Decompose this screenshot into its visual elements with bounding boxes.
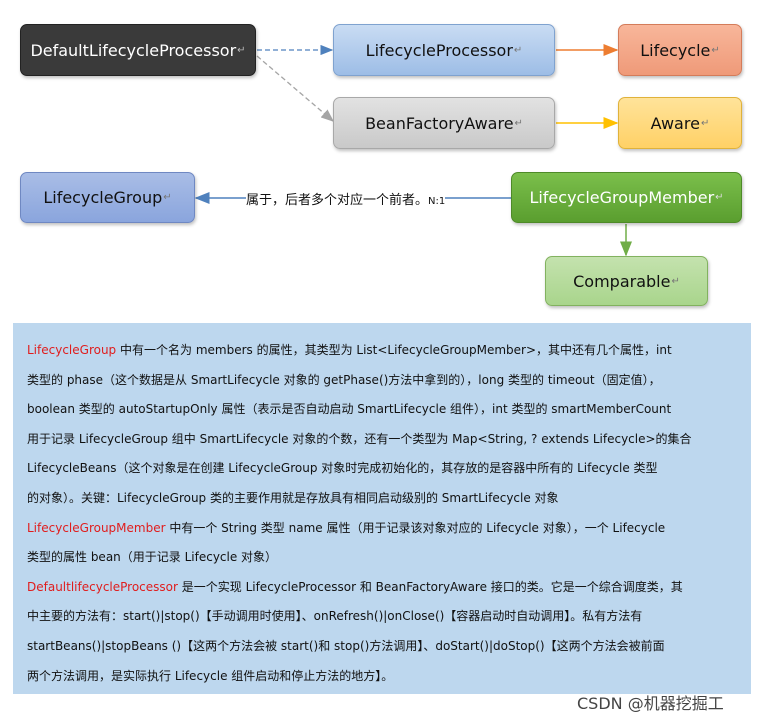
csdn-watermark: CSDN @机器挖掘工 [577, 694, 724, 713]
node-label: Aware [650, 113, 700, 133]
paragraph-mark: ↵ [715, 192, 724, 203]
aware-node: Aware↵ [618, 97, 742, 149]
paragraph-mark: ↵ [163, 192, 172, 203]
paragraph-mark: ↵ [700, 117, 710, 129]
note-text: 中有一个 String 类型 name 属性（用于记录该对象对应的 Lifecy… [165, 520, 666, 535]
node-label: Comparable [573, 271, 671, 291]
lifecycle-group-node: LifecycleGroup↵ [20, 172, 195, 223]
description-note: LifecycleGroup 中有一个名为 members 的属性，其类型为 L… [13, 323, 751, 694]
note-line: DefaultlifecycleProcessor 是一个实现 Lifecycl… [27, 573, 739, 603]
note-text: 是一个实现 LifecycleProcessor 和 BeanFactoryAw… [177, 579, 683, 594]
note-line: 两个方法调用，是实际执行 Lifecycle 组件启动和停止方法的地方】。 [27, 668, 394, 683]
note-line: 类型的 phase（这个数据是从 SmartLifecycle 对象的 getP… [27, 372, 661, 387]
node-label: LifecycleGroup [43, 188, 163, 207]
membership-edge-label: 属于，后者多个对应一个前者。N:1 [246, 189, 446, 208]
lifecycle-group-member-term: LifecycleGroupMember [27, 520, 166, 535]
edge-label-text: 属于，后者多个对应一个前者。 [246, 193, 429, 208]
lifecycle-group-term: LifecycleGroup [27, 343, 117, 357]
arrow-dlp-to-beanfactoryaware [256, 55, 334, 122]
note-line: 中主要的方法有：start()|stop()【手动调用时使用】、onRefres… [27, 609, 643, 624]
note-line: 用于记录 LifecycleGroup 组中 SmartLifecycle 对象… [27, 431, 692, 446]
note-text: 中有一个名为 members 的属性，其类型为 List<LifecycleGr… [116, 343, 672, 357]
node-label: LifecycleProcessor [365, 40, 513, 60]
lifecycle-processor-node: LifecycleProcessor↵ [333, 24, 555, 76]
paragraph-mark: ↵ [513, 44, 523, 56]
bean-factory-aware-node: BeanFactoryAware↵ [333, 97, 555, 149]
note-line: boolean 类型的 autoStartupOnly 属性（表示是否自动启动 … [27, 402, 672, 417]
note-line: 的对象）。关键：LifecycleGroup 类的主要作用就是存放具有相同启动级… [27, 490, 559, 505]
default-lifecycle-processor-term: DefaultlifecycleProcessor [27, 579, 178, 594]
paragraph-mark: ↵ [514, 117, 523, 129]
node-label: DefaultLifecycleProcessor [30, 40, 237, 60]
edge-label-ratio: N:1 [428, 196, 446, 207]
note-line: startBeans()|stopBeans ()【这两个方法会被 start(… [27, 638, 665, 653]
note-line: 类型的属性 bean（用于记录 Lifecycle 对象） [27, 550, 278, 565]
paragraph-mark: ↵ [711, 44, 720, 56]
lifecycle-node: Lifecycle↵ [618, 24, 742, 76]
comparable-node: Comparable↵ [545, 256, 708, 306]
node-label: LifecycleGroupMember [529, 188, 715, 207]
default-lifecycle-processor-node: DefaultLifecycleProcessor↵ [20, 24, 256, 76]
note-line: LifecycleGroupMember 中有一个 String 类型 name… [27, 514, 739, 544]
node-label: Lifecycle [640, 40, 711, 60]
paragraph-mark: ↵ [671, 275, 680, 287]
note-line: LifecycleGroup 中有一个名为 members 的属性，其类型为 L… [27, 336, 739, 366]
paragraph-mark: ↵ [237, 44, 246, 56]
note-line: LifecycleBeans（这个对象是在创建 LifecycleGroup 对… [27, 461, 658, 476]
node-label: BeanFactoryAware [365, 113, 514, 133]
lifecycle-group-member-node: LifecycleGroupMember↵ [511, 172, 742, 223]
